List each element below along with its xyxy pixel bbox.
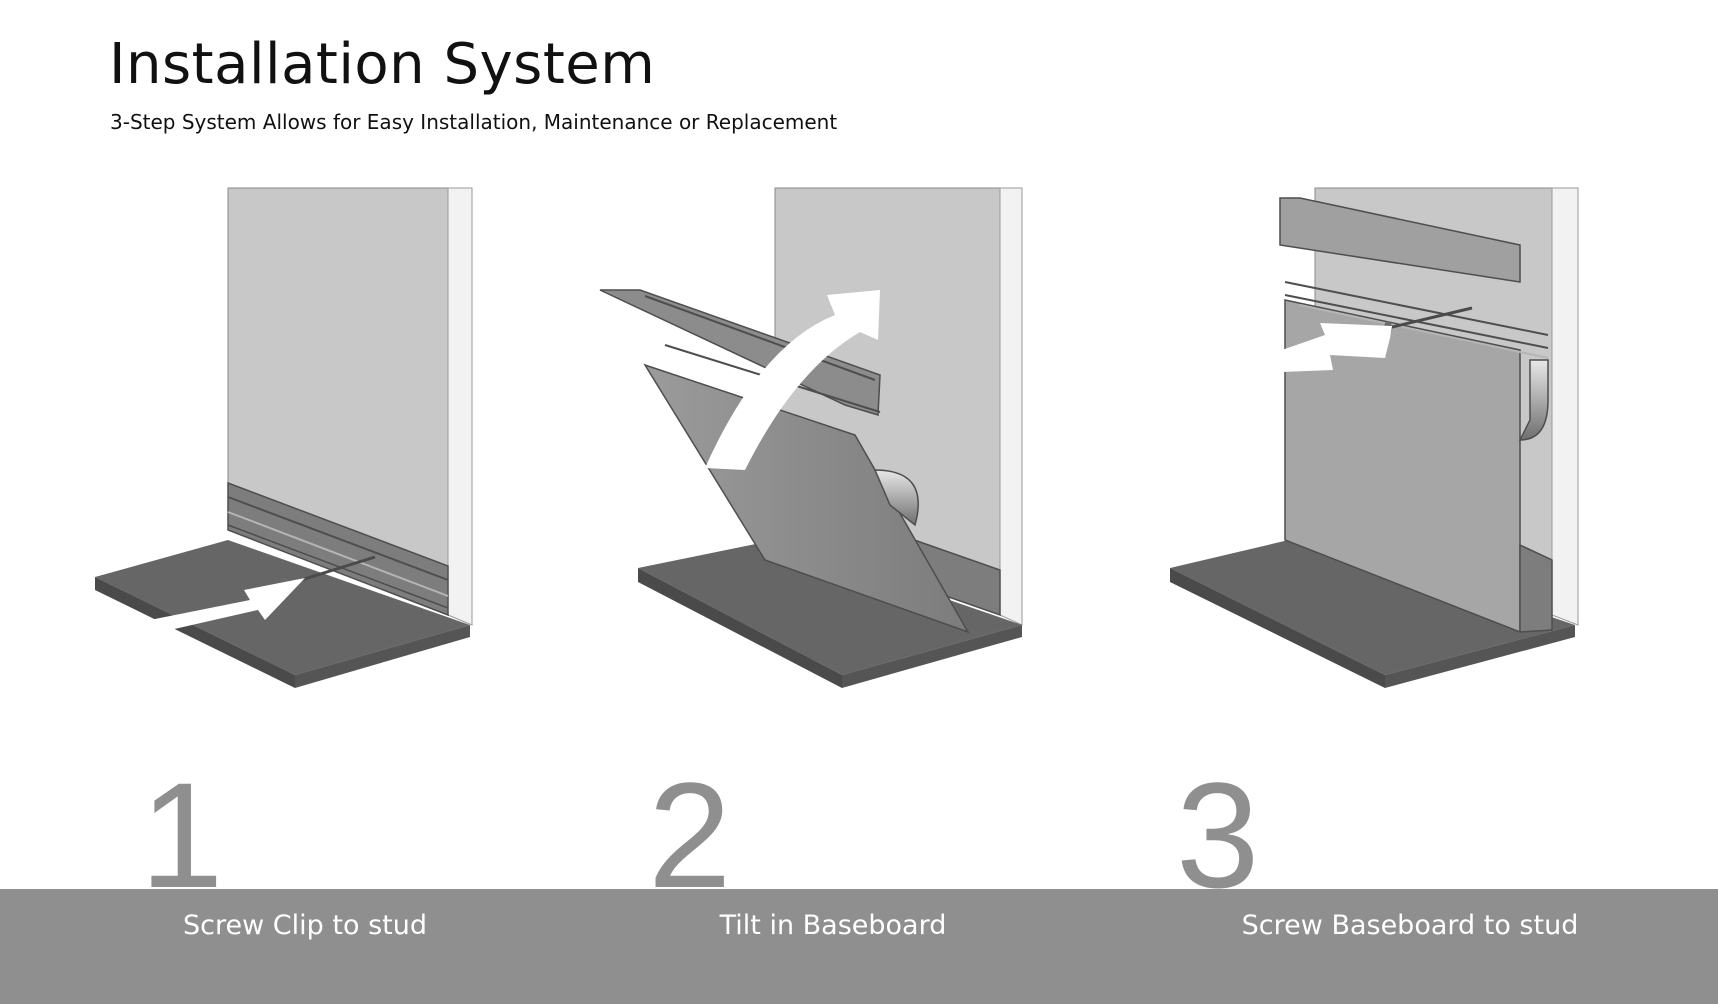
step-label-3: Screw Baseboard to stud [1241,910,1579,941]
step-1-illustration [95,187,473,688]
floor-edge [95,577,295,688]
floor-edge [1170,568,1385,688]
floor-edge [638,568,842,688]
wall-edge [447,187,473,626]
wall-edge [999,187,1023,626]
baseboard-curve [873,469,919,527]
baseboard-groove [1299,304,1549,359]
baseboard-top-cap [1279,197,1521,283]
step-number-1: 1 [140,751,224,919]
baseboard-curve [1518,359,1549,441]
direction-arrow [705,290,880,470]
floor-slab [638,540,1022,675]
floor-slab [95,540,470,675]
step-label-1: Screw Clip to stud [183,910,427,941]
clip-rail [227,481,449,617]
floor-side [295,625,470,688]
clip-groove [227,496,449,581]
baseboard-top-lip [599,289,881,416]
direction-arrow [1282,323,1392,372]
clip-groove [227,524,449,609]
footer-band [0,889,1718,1004]
floor-side [1385,625,1575,688]
floor-side [842,625,1022,688]
direction-arrow [140,578,305,635]
wall-edge [1551,187,1579,626]
page-subtitle: 3-Step System Allows for Easy Installati… [110,110,838,134]
clip-groove [227,511,449,597]
step-number-2: 2 [648,751,732,919]
step-number-3: 3 [1176,751,1260,919]
clip-rail [1519,543,1553,633]
page-title: Installation System [109,32,656,97]
step-3-illustration [1170,187,1579,688]
screw-shaft [1387,306,1473,330]
step-label-2: Tilt in Baseboard [719,910,947,941]
baseboard-groove [1284,281,1549,336]
step-2-illustration [599,187,1023,688]
floor-slab [1170,535,1575,675]
baseboard-groove [644,295,876,381]
